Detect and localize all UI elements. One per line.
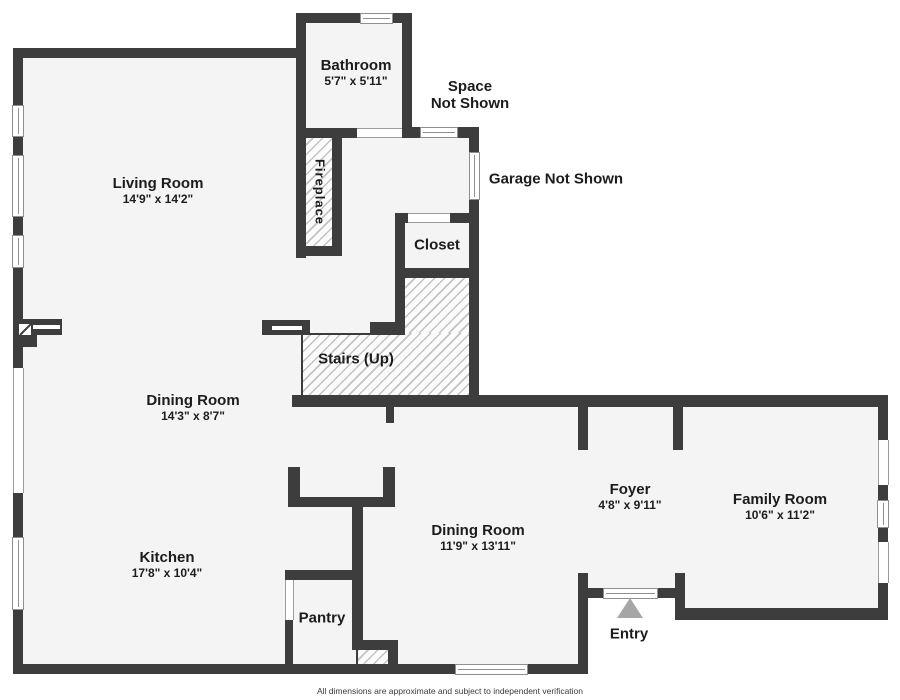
label-stairs: Stairs (Up) — [318, 350, 394, 368]
wall-stub — [386, 407, 394, 423]
wall-stub — [383, 467, 395, 507]
sliding-door-opening — [12, 368, 24, 493]
front-door-panel — [19, 324, 31, 335]
fireplace-wall — [296, 246, 342, 256]
label-fireplace: Fireplace — [312, 158, 328, 226]
window — [455, 663, 528, 675]
bathroom-door-opening — [357, 128, 402, 138]
fireplace-hatch — [304, 136, 332, 248]
wall — [388, 640, 398, 674]
window — [12, 155, 24, 217]
label-garage-not-shown: Garage Not Shown — [488, 170, 624, 188]
opening — [877, 542, 889, 583]
room-label-dining-room-1: Dining Room 14'3" x 8'7" — [146, 392, 239, 424]
wall — [402, 13, 412, 133]
pantry-door-opening — [284, 580, 294, 620]
wall — [458, 127, 479, 138]
wall — [288, 497, 395, 507]
wall — [13, 48, 297, 58]
room-name: Dining Room — [431, 521, 525, 539]
room-dims: 11'9" x 13'11" — [440, 539, 516, 554]
fireplace-wall — [332, 133, 342, 248]
room-name: Dining Room — [146, 391, 240, 409]
wall — [528, 664, 588, 674]
label-space-not-shown: Space Not Shown — [431, 78, 509, 113]
wall — [469, 127, 479, 407]
wall — [13, 48, 23, 105]
closet-door-opening — [408, 213, 450, 223]
wall — [578, 573, 588, 674]
floor-area — [578, 402, 888, 598]
room-label-kitchen: Kitchen 17'8" x 10'4" — [132, 549, 202, 581]
stairs-hatch-horizontal — [301, 333, 469, 397]
window — [12, 537, 24, 610]
room-label-bathroom: Bathroom 5'7" x 5'11" — [321, 57, 392, 89]
room-label-living-room: Living Room 14'9" x 14'2" — [113, 175, 204, 207]
room-name: Kitchen — [139, 548, 195, 566]
room-label-foyer: Foyer 4'8" x 9'11" — [598, 481, 661, 513]
window — [12, 235, 24, 268]
stairs-edge — [301, 332, 303, 397]
wall — [658, 588, 675, 598]
wall — [296, 13, 360, 23]
label-line: Not Shown — [430, 95, 510, 112]
floor-area — [302, 18, 407, 133]
room-name: Bathroom — [320, 56, 392, 74]
floor-area — [292, 402, 588, 669]
room-name: Living Room — [112, 174, 204, 192]
room-label-dining-room-2: Dining Room 11'9" x 13'11" — [431, 522, 524, 554]
entry-arrow-icon — [617, 598, 643, 618]
wall — [13, 137, 23, 155]
room-dims: 5'7" x 5'11" — [324, 74, 388, 89]
wall — [296, 128, 357, 138]
room-dims: 14'9" x 14'2" — [122, 192, 194, 207]
wall — [285, 620, 293, 674]
stairs-edge — [301, 332, 405, 335]
label-entry: Entry — [609, 625, 649, 643]
wall — [402, 127, 420, 138]
window — [877, 500, 889, 528]
room-dims: 10'6" x 11'2" — [745, 508, 815, 523]
wall-stub — [673, 407, 683, 450]
wall — [13, 664, 455, 674]
label-line: Space — [447, 77, 493, 95]
floor-area — [23, 53, 297, 669]
room-name: Family Room — [732, 490, 828, 508]
label-closet: Closet — [414, 236, 460, 254]
room-dims: 17'8" x 10'4" — [131, 566, 203, 581]
stairs-half-wall-slot — [272, 325, 302, 330]
room-dims: 14'3" x 8'7" — [161, 409, 225, 424]
entry-door-opening — [603, 587, 658, 599]
wall — [450, 213, 469, 223]
wall — [352, 640, 398, 650]
room-name: Foyer — [609, 480, 651, 498]
opening — [877, 440, 889, 485]
wall — [352, 507, 363, 650]
wall — [588, 588, 603, 598]
front-door-step — [13, 335, 37, 347]
window — [12, 105, 24, 137]
wall — [13, 217, 23, 235]
wall — [13, 493, 23, 537]
disclaimer-text: All dimensions are approximate and subje… — [316, 686, 584, 696]
front-door-slot — [33, 324, 60, 329]
wall-stub — [578, 407, 588, 450]
wall — [13, 268, 23, 368]
wall — [675, 573, 685, 620]
room-label-family-room: Family Room 10'6" x 11'2" — [733, 491, 827, 523]
wall — [395, 268, 469, 278]
wall — [13, 610, 23, 674]
wall — [370, 322, 405, 334]
wall — [285, 570, 352, 580]
room-dims: 4'8" x 9'11" — [598, 498, 662, 513]
window — [420, 126, 458, 138]
label-pantry: Pantry — [298, 609, 346, 627]
wall — [675, 608, 888, 620]
window — [468, 152, 480, 200]
wall — [292, 395, 888, 407]
window — [360, 12, 393, 24]
